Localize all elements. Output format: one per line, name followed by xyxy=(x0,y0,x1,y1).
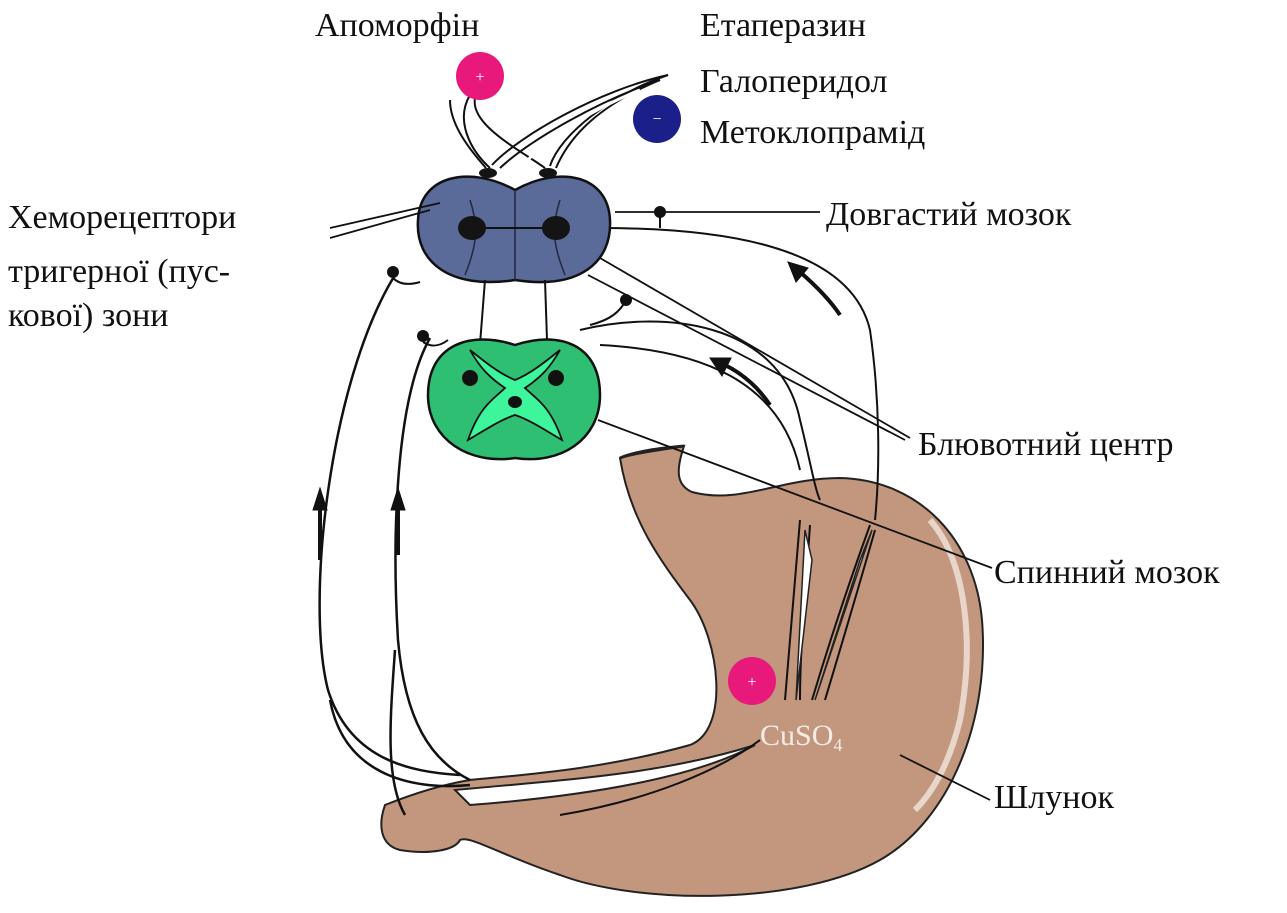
antagonist-ball: − xyxy=(633,95,681,143)
label-chemoreceptors-2: тригерної (пус- xyxy=(8,253,230,290)
spinal-cord xyxy=(428,339,600,459)
label-medulla: Довгастий мозок xyxy=(826,196,1072,233)
spinal-neuron-right xyxy=(548,370,564,386)
trigger-receptor-right xyxy=(539,168,557,178)
spinal-canal xyxy=(508,396,522,408)
stomach-body xyxy=(381,446,983,896)
label-metoclopramide: Метоклопрамід xyxy=(700,114,925,151)
label-vomiting-center: Блювотний центр xyxy=(918,426,1174,463)
nucleus-left xyxy=(458,216,486,240)
cuso4-sign: + xyxy=(747,674,756,691)
label-stomach: Шлунок xyxy=(994,779,1114,816)
label-etaperazine: Етаперазин xyxy=(700,7,866,44)
arrow-up-right xyxy=(391,488,405,510)
curved-arrow-lower xyxy=(725,365,770,405)
label-apomorphine: Апоморфін xyxy=(315,7,479,44)
medulla-oblongata xyxy=(418,168,610,282)
curved-arrow-upper xyxy=(800,272,840,315)
knob-medulla-left xyxy=(387,266,399,278)
label-cuso4-sub: 4 xyxy=(833,735,842,755)
drug-binding-highlights xyxy=(468,90,640,160)
cuso4-ball: + xyxy=(728,657,776,705)
label-spinal-cord: Спинний мозок xyxy=(994,554,1220,591)
nerve-spinal-right xyxy=(580,322,820,500)
label-cuso4: CuSO4 xyxy=(760,719,842,755)
leader-vomiting-1 xyxy=(600,258,910,438)
label-haloperidol: Галоперидол xyxy=(700,63,887,100)
trigger-receptor-left xyxy=(479,168,497,178)
label-cuso4-main: CuSO xyxy=(760,719,833,752)
vagal-nerve-outer xyxy=(320,275,460,775)
arrow-up-left xyxy=(313,488,327,510)
antagonist-sign: − xyxy=(652,111,661,128)
medulla-shape xyxy=(418,177,610,282)
spinal-neuron-left xyxy=(462,370,478,386)
knob-spinal-left xyxy=(417,330,429,342)
apomorphine-sign: + xyxy=(475,69,484,86)
apomorphine-ball: + xyxy=(456,52,504,100)
label-chemoreceptors-1: Хеморецептори xyxy=(8,199,236,236)
nucleus-right xyxy=(542,216,570,240)
label-chemoreceptors-3: кової) зони xyxy=(8,297,169,334)
stomach xyxy=(381,446,983,896)
